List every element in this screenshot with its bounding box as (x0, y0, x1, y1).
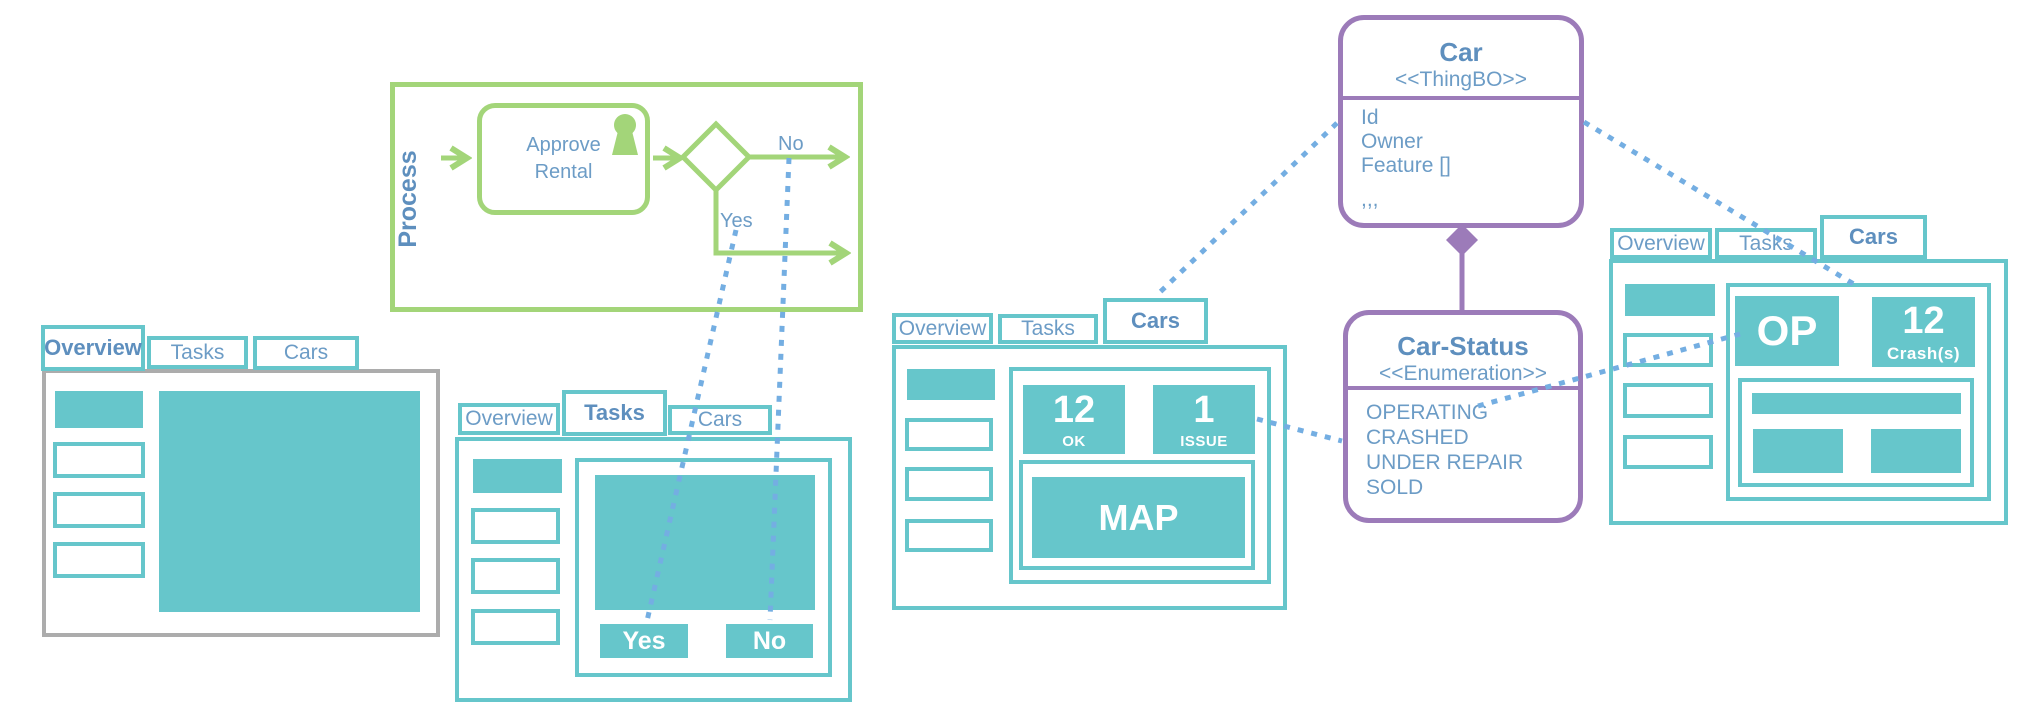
issue-count-tile[interactable]: 1 ISSUE (1153, 385, 1255, 454)
map-label: MAP (1098, 496, 1179, 538)
sidebar-item[interactable] (905, 519, 993, 552)
no-button[interactable]: No (726, 624, 813, 658)
tab-overview[interactable]: Overview (458, 403, 560, 435)
sidebar-item[interactable] (1623, 383, 1713, 418)
crash-count-value: 12 (1902, 300, 1945, 342)
tab-cars[interactable]: Cars (1820, 215, 1927, 259)
attribute: Owner (1361, 130, 1423, 153)
tab-tasks[interactable]: Tasks (998, 314, 1098, 344)
car-class-box: Car <<ThingBO>> Id Owner Feature [] ,,, (1338, 15, 1584, 228)
sidebar-item[interactable] (905, 467, 993, 501)
car-status-title: Car-Status (1397, 331, 1529, 361)
yes-button[interactable]: Yes (600, 624, 688, 658)
enum-value: SOLD (1366, 476, 1424, 499)
detail-block-placeholder (1753, 429, 1843, 473)
ok-count-value: 12 (1052, 388, 1096, 431)
car-class-title: Car (1439, 37, 1483, 67)
tab-tasks[interactable]: Tasks (1715, 228, 1817, 259)
car-status-divider (1348, 386, 1578, 390)
car-status-stereotype: <<Enumeration>> (1378, 362, 1548, 385)
tab-tasks[interactable]: Tasks (147, 336, 248, 369)
tab-overview[interactable]: Overview (892, 313, 993, 344)
attribute: Feature [] (1361, 154, 1451, 177)
tab-cars[interactable]: Cars (668, 405, 772, 435)
car-class-stereotype: <<ThingBO>> (1395, 68, 1527, 91)
status-value: OP (1756, 307, 1818, 354)
issue-count-label: ISSUE (1180, 432, 1228, 450)
tab-overview[interactable]: Overview (1610, 228, 1712, 259)
user-icon (612, 114, 638, 155)
car-class-attributes: Id Owner Feature [] ,,, (1361, 106, 1571, 212)
gateway-no-label: No (778, 133, 804, 155)
car-class-divider (1343, 96, 1579, 100)
ok-count-label: OK (1062, 432, 1086, 450)
detail-block-placeholder (1871, 429, 1961, 473)
sidebar-item[interactable] (905, 418, 993, 451)
map-widget[interactable]: MAP (1032, 477, 1245, 558)
sidebar-item-selected[interactable] (473, 459, 562, 493)
attribute: Id (1361, 106, 1379, 129)
task-content-placeholder (595, 475, 815, 610)
sidebar-item-selected[interactable] (1625, 284, 1715, 316)
tab-cars[interactable]: Cars (1103, 298, 1208, 344)
enum-value: CRASHED (1366, 426, 1469, 449)
sidebar-item[interactable] (53, 442, 145, 478)
sidebar-item[interactable] (53, 542, 145, 578)
task-label: Approve Rental (526, 134, 601, 183)
sidebar-item[interactable] (471, 508, 560, 544)
sidebar-item[interactable] (1623, 333, 1713, 367)
attribute: ,,, (1361, 188, 1379, 211)
tab-cars[interactable]: Cars (253, 336, 359, 370)
car-status-box: Car-Status <<Enumeration>> OPERATING CRA… (1343, 310, 1583, 523)
crash-count-tile[interactable]: 12 Crash(s) (1872, 297, 1975, 367)
tab-overview[interactable]: Overview (41, 325, 145, 371)
composition-diamond (1446, 224, 1478, 256)
sidebar-item[interactable] (471, 609, 560, 645)
sidebar-item-selected[interactable] (907, 369, 995, 400)
status-tile[interactable]: OP (1735, 296, 1839, 366)
tab-tasks[interactable]: Tasks (562, 390, 667, 436)
sidebar-item[interactable] (53, 492, 145, 528)
process-pool-label: Process (394, 150, 422, 248)
detail-bar-placeholder (1752, 393, 1961, 414)
content-placeholder (159, 391, 420, 612)
connector-car-to-cars-tab (1155, 121, 1339, 297)
gateway-yes-label: Yes (720, 210, 753, 232)
enum-value: OPERATING (1366, 401, 1489, 424)
sidebar-item[interactable] (1623, 435, 1713, 469)
ok-count-tile[interactable]: 12 OK (1023, 385, 1125, 454)
sidebar-item[interactable] (471, 558, 560, 594)
crash-count-label: Crash(s) (1887, 344, 1960, 363)
enum-value: UNDER REPAIR (1366, 451, 1524, 474)
sidebar-item-selected[interactable] (55, 391, 143, 428)
car-status-values: OPERATING CRASHED UNDER REPAIR SOLD (1366, 400, 1570, 500)
issue-count-value: 1 (1193, 388, 1215, 431)
